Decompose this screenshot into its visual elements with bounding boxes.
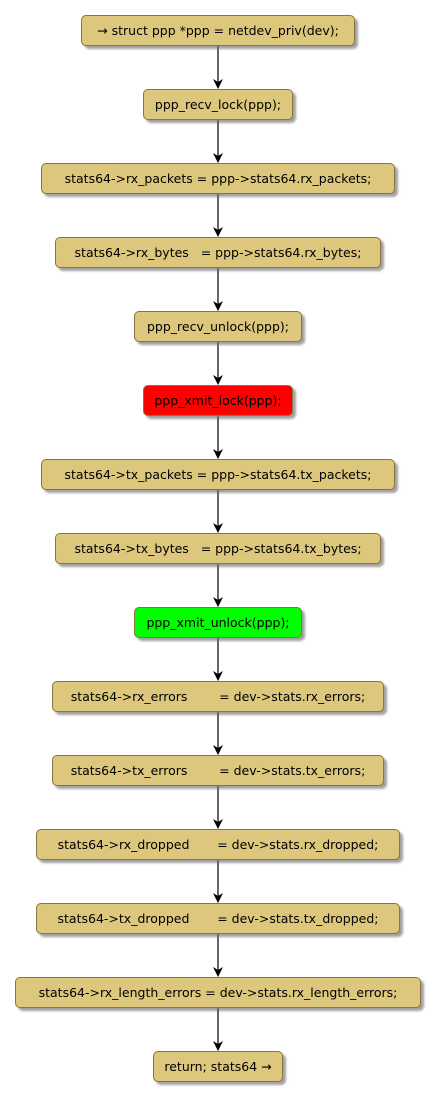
flow-step-rx-errors: stats64->rx_errors = dev->stats.rx_error… [52, 681, 384, 712]
flow-step-label: → struct ppp *ppp = netdev_priv(dev); [97, 23, 339, 38]
flow-step-xmit-lock: ppp_xmit_lock(ppp); [143, 385, 293, 416]
flow-step-label: stats64->rx_bytes = ppp->stats64.rx_byte… [74, 245, 362, 260]
flow-step-xmit-unlock: ppp_xmit_unlock(ppp); [134, 607, 302, 638]
flow-step-tx-packets: stats64->tx_packets = ppp->stats64.tx_pa… [41, 459, 395, 490]
flow-step-rx-packets: stats64->rx_packets = ppp->stats64.rx_pa… [41, 163, 395, 194]
flow-step-label: stats64->tx_errors = dev->stats.tx_error… [70, 763, 366, 778]
flow-step-return: return; stats64 → [153, 1051, 283, 1082]
flow-step-label: ppp_recv_unlock(ppp); [147, 319, 289, 334]
flow-step-recv-lock: ppp_recv_lock(ppp); [143, 89, 293, 120]
flow-step-recv-unlock: ppp_recv_unlock(ppp); [134, 311, 302, 342]
flow-step-netdev-priv: → struct ppp *ppp = netdev_priv(dev); [81, 15, 355, 46]
flow-step-tx-errors: stats64->tx_errors = dev->stats.tx_error… [52, 755, 384, 786]
flow-step-label: stats64->rx_dropped = dev->stats.rx_drop… [57, 837, 379, 852]
flow-step-label: stats64->rx_errors = dev->stats.rx_error… [70, 689, 366, 704]
flow-step-label: ppp_xmit_unlock(ppp); [146, 615, 290, 630]
flow-step-label: stats64->tx_bytes = ppp->stats64.tx_byte… [74, 541, 362, 556]
flow-step-tx-bytes: stats64->tx_bytes = ppp->stats64.tx_byte… [55, 533, 381, 564]
flow-step-label: stats64->tx_dropped = dev->stats.tx_drop… [57, 911, 379, 926]
flow-step-label: ppp_xmit_lock(ppp); [154, 393, 282, 408]
flow-step-label: stats64->rx_length_errors = dev->stats.r… [38, 985, 398, 1000]
flow-step-rx-bytes: stats64->rx_bytes = ppp->stats64.rx_byte… [55, 237, 381, 268]
flow-step-rx-dropped: stats64->rx_dropped = dev->stats.rx_drop… [36, 829, 400, 860]
flow-step-rx-length-errors: stats64->rx_length_errors = dev->stats.r… [15, 977, 421, 1008]
flow-step-tx-dropped: stats64->tx_dropped = dev->stats.tx_drop… [36, 903, 400, 934]
flow-step-label: ppp_recv_lock(ppp); [154, 97, 282, 112]
flow-step-label: stats64->tx_packets = ppp->stats64.tx_pa… [64, 467, 372, 482]
flow-step-label: stats64->rx_packets = ppp->stats64.rx_pa… [64, 171, 372, 186]
flow-step-label: return; stats64 → [164, 1059, 272, 1074]
